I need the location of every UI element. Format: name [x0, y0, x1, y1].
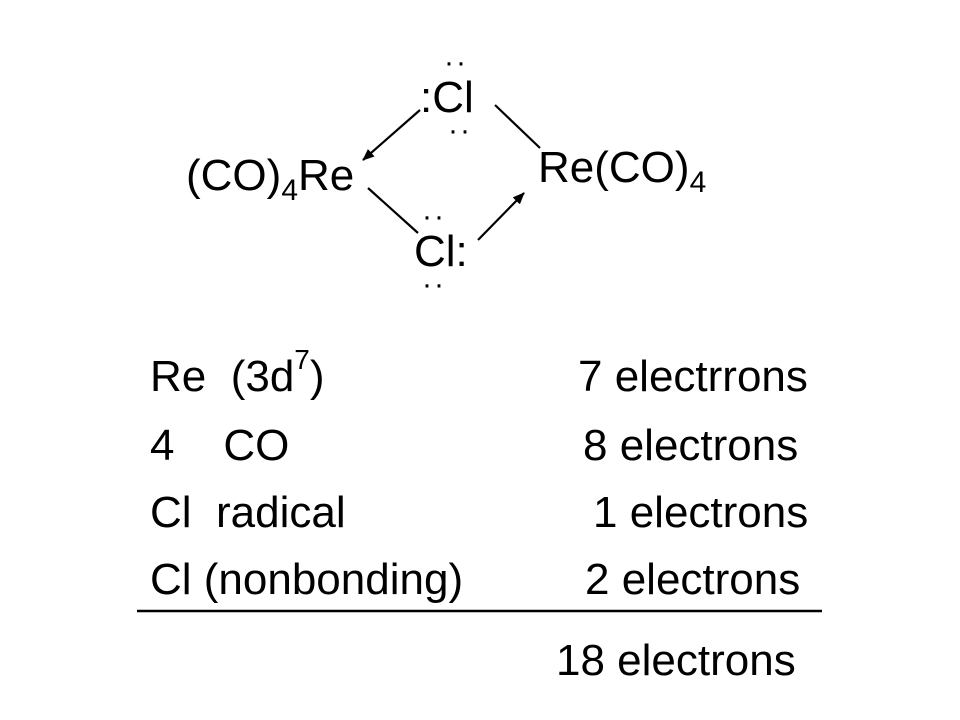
right-co-count: 4	[689, 166, 707, 199]
row-label-co: 4 CO	[150, 421, 290, 470]
right-rhenium: Re(CO)	[538, 143, 690, 192]
d-electron-superscript: 7	[294, 344, 310, 375]
row-value-rhenium: 7 electrrons	[578, 352, 808, 401]
total-electrons: 18 electrons	[556, 636, 796, 685]
dative-bond-bottom-right	[477, 192, 525, 241]
row-label-rhenium: Re (3d7)	[150, 344, 325, 401]
top-cl-lone-pair-below: ··	[448, 114, 472, 147]
row-value-cl-radical: 1 electrons	[593, 488, 809, 537]
row-label-cl-radical: Cl radical	[150, 488, 346, 537]
left-co-count: 4	[281, 174, 298, 207]
left-rhenium: Re	[298, 151, 355, 200]
bond-top-right	[494, 104, 541, 149]
left-rhenium-group: (CO)4Re	[186, 151, 355, 206]
right-rhenium-group: Re(CO)4	[538, 143, 706, 198]
top-cl-lone-pair-above: ··	[444, 46, 468, 79]
row-value-co: 8 electrons	[583, 421, 799, 470]
row-label-cl-nonbonding: Cl (nonbonding)	[150, 555, 464, 604]
top-chlorine: :Cl	[420, 73, 474, 122]
bond-bottom-left	[367, 187, 419, 234]
bottom-cl-lone-pair-below: ··	[422, 268, 446, 301]
row-value-cl-nonbonding: 2 electrons	[585, 555, 801, 604]
bottom-cl-lone-pair-above: ··	[422, 200, 446, 233]
dative-bond-top-left	[362, 109, 421, 161]
bottom-chlorine: Cl:	[414, 227, 468, 276]
left-co-ligands: (CO)	[186, 151, 282, 200]
